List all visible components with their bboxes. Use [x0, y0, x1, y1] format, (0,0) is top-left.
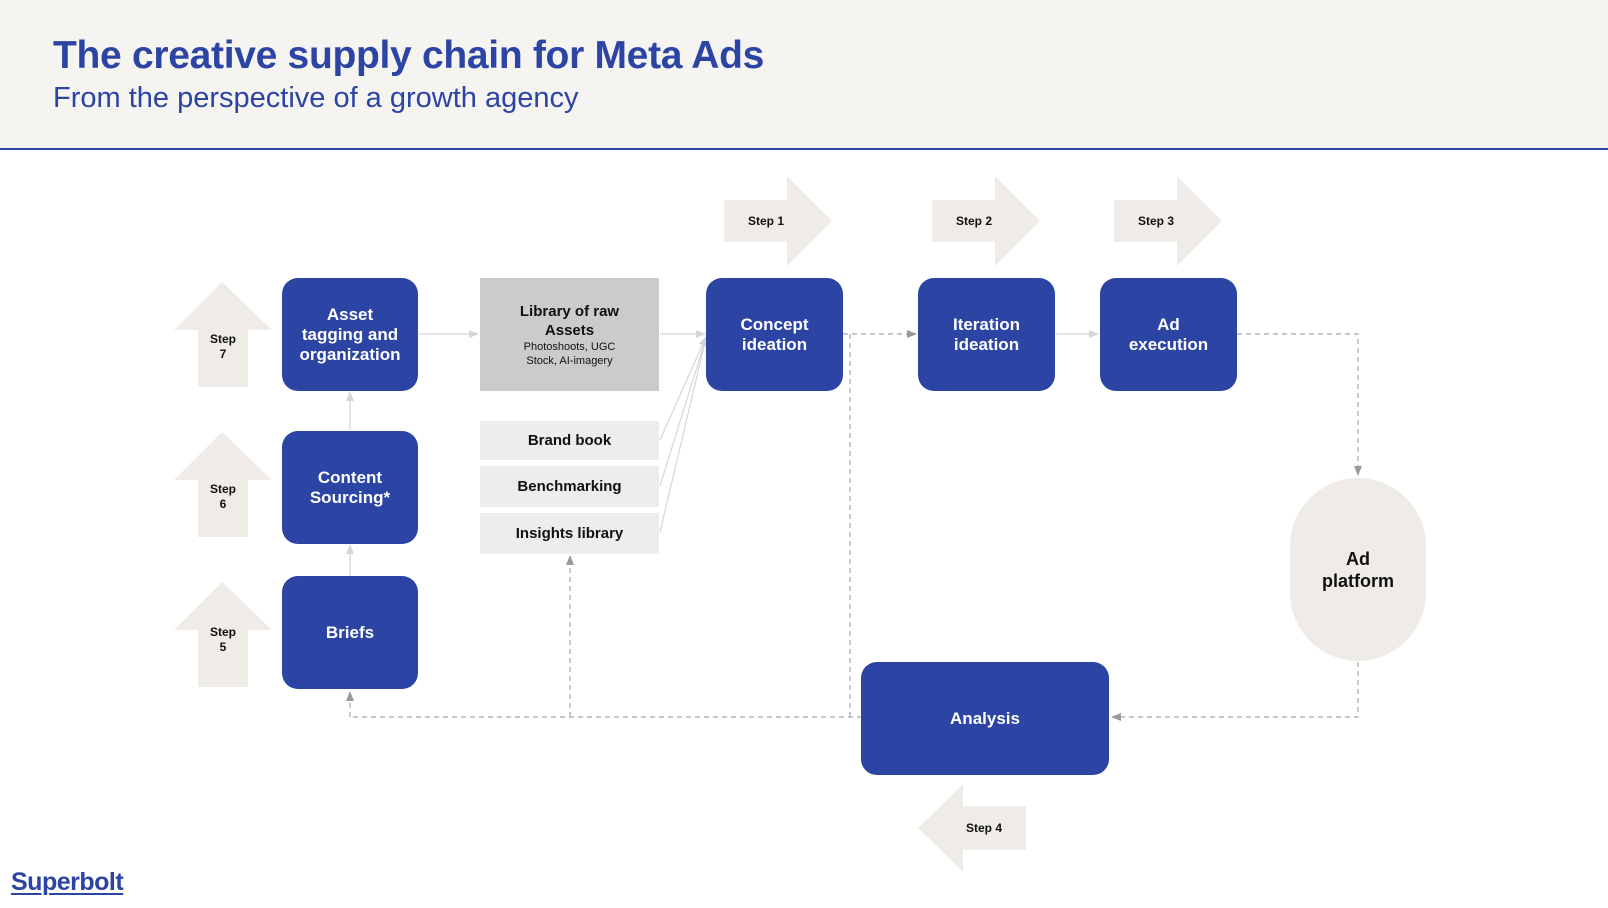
ad-execution-node[interactable]: Ad execution — [1100, 278, 1237, 391]
brand-book-node[interactable]: Brand book — [480, 421, 659, 460]
step5-label: Step 5 — [209, 625, 236, 654]
raw-assets-library-title: Library of raw Assets — [519, 302, 620, 339]
step2-arrow-shape — [932, 176, 1040, 266]
step1-arrow-shape — [724, 176, 832, 266]
page-title: The creative supply chain for Meta Ads — [53, 34, 765, 77]
step3-label: Step 3 — [1137, 214, 1174, 228]
ad-platform-node[interactable]: Ad platform — [1290, 478, 1426, 661]
step3-arrow-shape — [1114, 176, 1222, 266]
connector-benchmarking-to-concept — [659, 337, 707, 487]
page-subtitle: From the perspective of a growth agency — [53, 82, 579, 114]
step6-label: Step 6 — [209, 482, 236, 511]
header: The creative supply chain for Meta Ads F… — [0, 0, 1608, 150]
step2-label: Step 2 — [955, 214, 992, 228]
asset-tagging-node[interactable]: Asset tagging and organization — [282, 278, 418, 391]
content-sourcing-node[interactable]: Content Sourcing* — [282, 431, 418, 544]
connector-insights-to-concept — [659, 337, 707, 533]
connector-execution-to-platform — [1237, 333, 1362, 476]
briefs-node[interactable]: Briefs — [282, 576, 418, 689]
connector-brandbook-to-concept — [659, 336, 707, 441]
raw-assets-library-subtitle: Photoshoots, UGC Stock, AI-imagery — [523, 340, 616, 367]
concept-ideation-node[interactable]: Concept ideation — [706, 278, 843, 391]
iteration-ideation-node[interactable]: Iteration ideation — [918, 278, 1055, 391]
benchmarking-node[interactable]: Benchmarking — [480, 466, 659, 507]
step7-arrow-shape — [174, 282, 272, 387]
analysis-node[interactable]: Analysis — [861, 662, 1109, 775]
step4-arrow-shape — [918, 784, 1026, 872]
raw-assets-library-node[interactable]: Library of raw Assets Photoshoots, UGC S… — [480, 278, 659, 391]
step1-label: Step 1 — [747, 214, 784, 228]
step6-arrow-shape — [174, 432, 272, 537]
superbolt-logo: Superbolt — [11, 868, 124, 896]
step7-label: Step 7 — [209, 332, 236, 361]
insights-library-node[interactable]: Insights library — [480, 513, 659, 554]
connector-platform-to-analysis — [1111, 662, 1359, 721]
step4-label: Step 4 — [965, 821, 1002, 835]
step5-arrow-shape — [174, 582, 272, 687]
